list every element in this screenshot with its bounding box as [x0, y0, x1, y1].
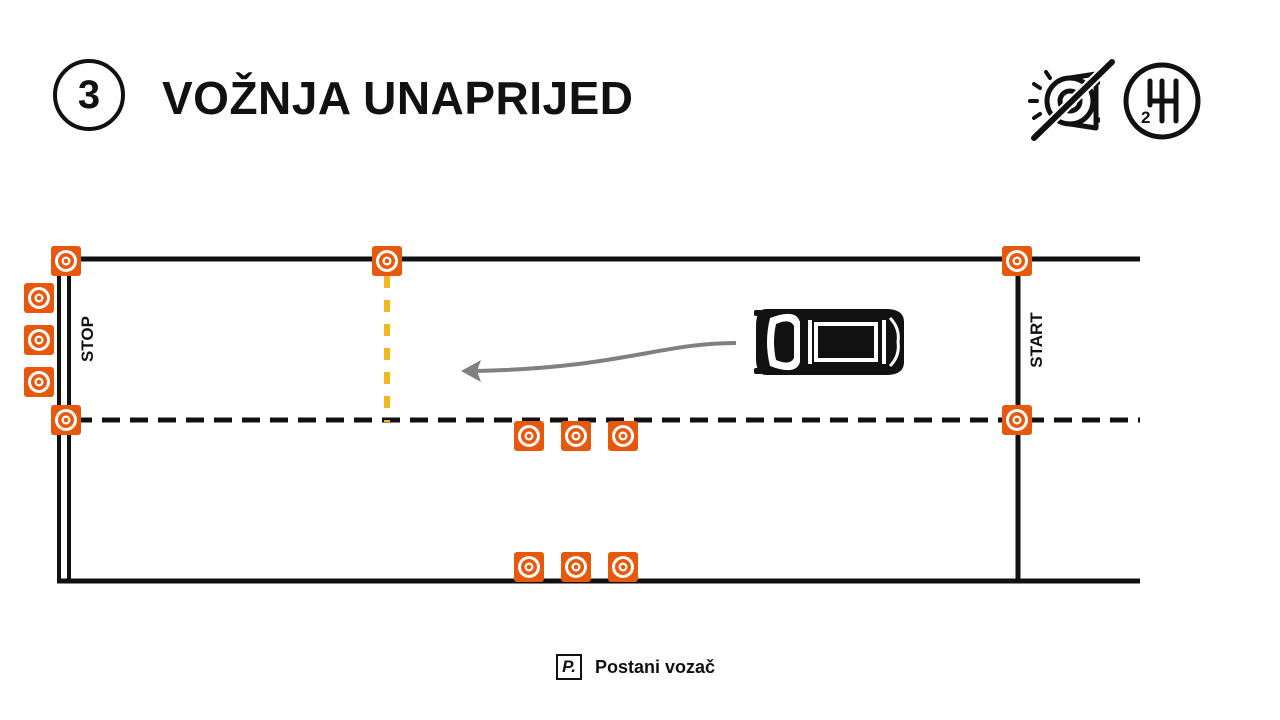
cone [24, 367, 54, 397]
start-label: START [1027, 312, 1046, 368]
cone [514, 421, 544, 451]
page-title: VOŽNJA UNAPRIJED [162, 72, 634, 124]
cone [608, 552, 638, 582]
cone [1002, 405, 1032, 435]
cone [561, 421, 591, 451]
car [754, 309, 904, 375]
cone [608, 421, 638, 451]
cone [561, 552, 591, 582]
footer-brand: P. Postani vozač [556, 652, 715, 682]
cone [51, 246, 81, 276]
gear-number: 2 [1141, 108, 1150, 127]
cone [514, 552, 544, 582]
cone [24, 283, 54, 313]
cone [372, 246, 402, 276]
step-number: 3 [77, 72, 101, 117]
brand-logo-letter: P. [562, 657, 576, 676]
brand-name: Postani vozač [595, 656, 716, 677]
stop-label: STOP [78, 316, 97, 362]
cone [24, 325, 54, 355]
gear-2-icon: 2 [1122, 61, 1202, 146]
direction-arrow [475, 341, 737, 373]
cone [1002, 246, 1032, 276]
direction-arrow-head [461, 360, 481, 382]
cone [51, 405, 81, 435]
step-number-badge: 3 [53, 59, 125, 131]
brand-logo: P. [556, 654, 582, 680]
no-parking-brake-icon [1026, 57, 1118, 149]
